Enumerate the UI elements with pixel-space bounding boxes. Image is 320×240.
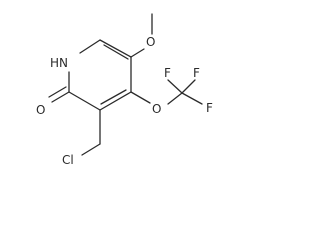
atom-fluorine-top-right-label: F — [193, 66, 200, 80]
atom-fluorine-right-label: F — [206, 101, 213, 115]
bond-c2-o-b — [48, 86, 67, 98]
atom-carbonyl-oxygen-label: O — [36, 103, 45, 117]
bond-n1-c6 — [79, 39, 101, 54]
bond-c4-c3-double — [100, 89, 127, 105]
bond-cf3-f-right — [181, 92, 203, 105]
bond-o-cf3 — [167, 92, 183, 105]
chemical-structure-diagram: HN O O O F F F Cl — [36, 13, 213, 167]
atom-ether-oxygen-label: O — [152, 102, 161, 116]
bond-c3-c2 — [68, 91, 101, 111]
bond-c4-c3 — [99, 91, 132, 111]
bond-c4-o — [130, 91, 151, 104]
bond-c6-c5 — [99, 39, 132, 58]
bond-c2-o-a — [51, 91, 70, 103]
bond-c6-c5-double — [103, 44, 129, 60]
atom-fluorine-top-left-label: F — [164, 66, 171, 80]
atom-chlorine-label: Cl — [62, 153, 74, 167]
bond-cf3-f-top-right — [181, 79, 196, 94]
atom-methoxy-oxygen-label: O — [146, 35, 155, 49]
bond-ch2-cl — [81, 143, 101, 156]
bond-c5-o — [130, 48, 145, 58]
bond-cf3-f-top-left — [167, 79, 183, 94]
atom-nh-label: HN — [50, 56, 68, 70]
